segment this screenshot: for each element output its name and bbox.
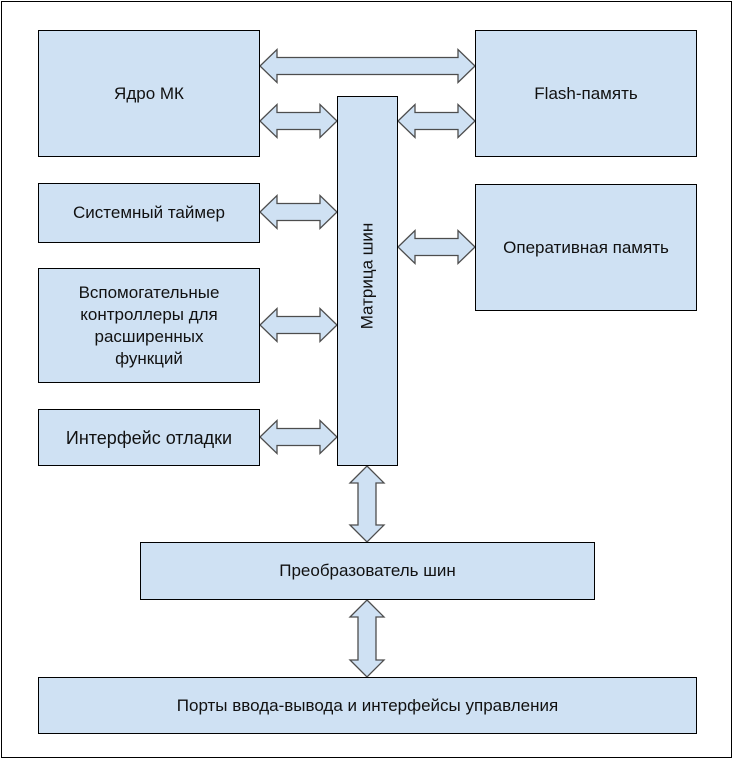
block-core: Ядро МК xyxy=(38,30,260,157)
block-bus-converter-label: Преобразователь шин xyxy=(279,561,456,580)
block-io-ports: Порты ввода-вывода и интерфейсы управлен… xyxy=(38,677,697,734)
arrow-core-matrix xyxy=(259,102,338,140)
block-aux-controllers-label: Вспомогательные контроллеры для расширен… xyxy=(78,282,220,368)
arrow-matrix-converter xyxy=(348,465,386,543)
block-debug: Интерфейс отладки xyxy=(38,409,260,466)
arrow-matrix-ram xyxy=(397,228,476,266)
block-flash: Flash-память xyxy=(475,30,697,157)
block-io-ports-label: Порты ввода-вывода и интерфейсы управлен… xyxy=(176,695,559,715)
block-bus-matrix-label: Матрица шин xyxy=(357,222,377,330)
arrow-debug-matrix xyxy=(259,418,338,456)
block-ram-label: Оперативная память xyxy=(503,237,669,257)
block-bus-matrix: Матрица шин xyxy=(337,96,398,466)
block-debug-label: Интерфейс отладки xyxy=(65,427,233,448)
block-ram: Оперативная память xyxy=(475,184,697,311)
block-flash-label: Flash-память xyxy=(534,83,638,103)
block-core-label: Ядро МК xyxy=(114,83,184,103)
block-aux-controllers: Вспомогательные контроллеры для расширен… xyxy=(38,268,260,383)
block-timer: Системный таймер xyxy=(38,183,260,243)
arrow-aux-matrix xyxy=(259,306,338,344)
arrow-converter-ports xyxy=(348,599,386,678)
arrow-timer-matrix xyxy=(259,193,338,231)
block-bus-converter: Преобразователь шин xyxy=(140,542,595,600)
arrow-matrix-flash xyxy=(397,102,476,140)
block-timer-label: Системный таймер xyxy=(73,203,225,222)
arrow-core-flash xyxy=(259,47,476,85)
